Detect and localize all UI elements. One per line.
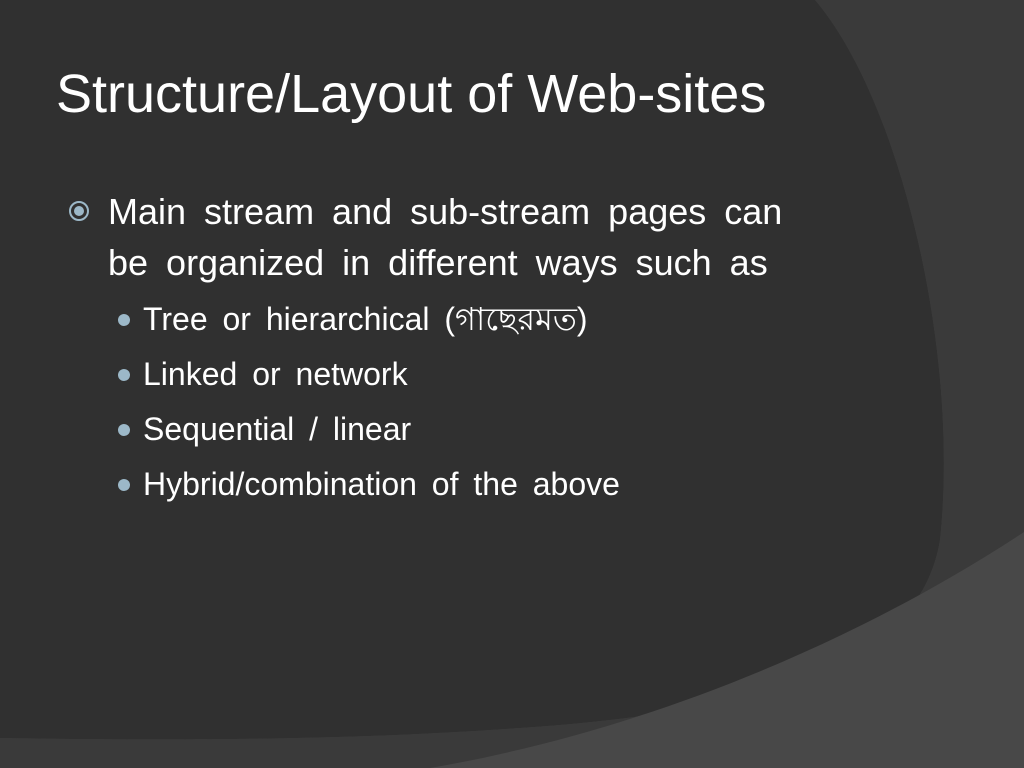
- filled-dot-icon: [118, 369, 130, 381]
- main-bullet-text: Main stream and sub-stream pages can be …: [108, 191, 783, 283]
- sub-bullet-text: Tree or hierarchical (গাছেরমত): [143, 301, 588, 337]
- slide-title: Structure/Layout of Web-sites: [56, 64, 767, 124]
- sub-bullet-item: Sequential / linear: [68, 410, 848, 448]
- slide-body: Main stream and sub-stream pages can be …: [68, 186, 848, 520]
- filled-dot-icon: [118, 479, 130, 491]
- sub-bullet-item: Linked or network: [68, 355, 848, 393]
- sub-bullet-text: Hybrid/combination of the above: [143, 466, 620, 502]
- sub-bullet-item: Tree or hierarchical (গাছেরমত): [68, 300, 848, 338]
- sub-bullet-text: Sequential / linear: [143, 411, 412, 447]
- filled-dot-icon: [118, 424, 130, 436]
- main-bullet: Main stream and sub-stream pages can be …: [68, 186, 838, 288]
- filled-dot-icon: [118, 314, 130, 326]
- sub-bullet-item: Hybrid/combination of the above: [68, 465, 848, 503]
- sub-bullet-list: Tree or hierarchical (গাছেরমত) Linked or…: [68, 300, 848, 503]
- circled-dot-icon: [69, 201, 89, 221]
- sub-bullet-text: Linked or network: [143, 356, 408, 392]
